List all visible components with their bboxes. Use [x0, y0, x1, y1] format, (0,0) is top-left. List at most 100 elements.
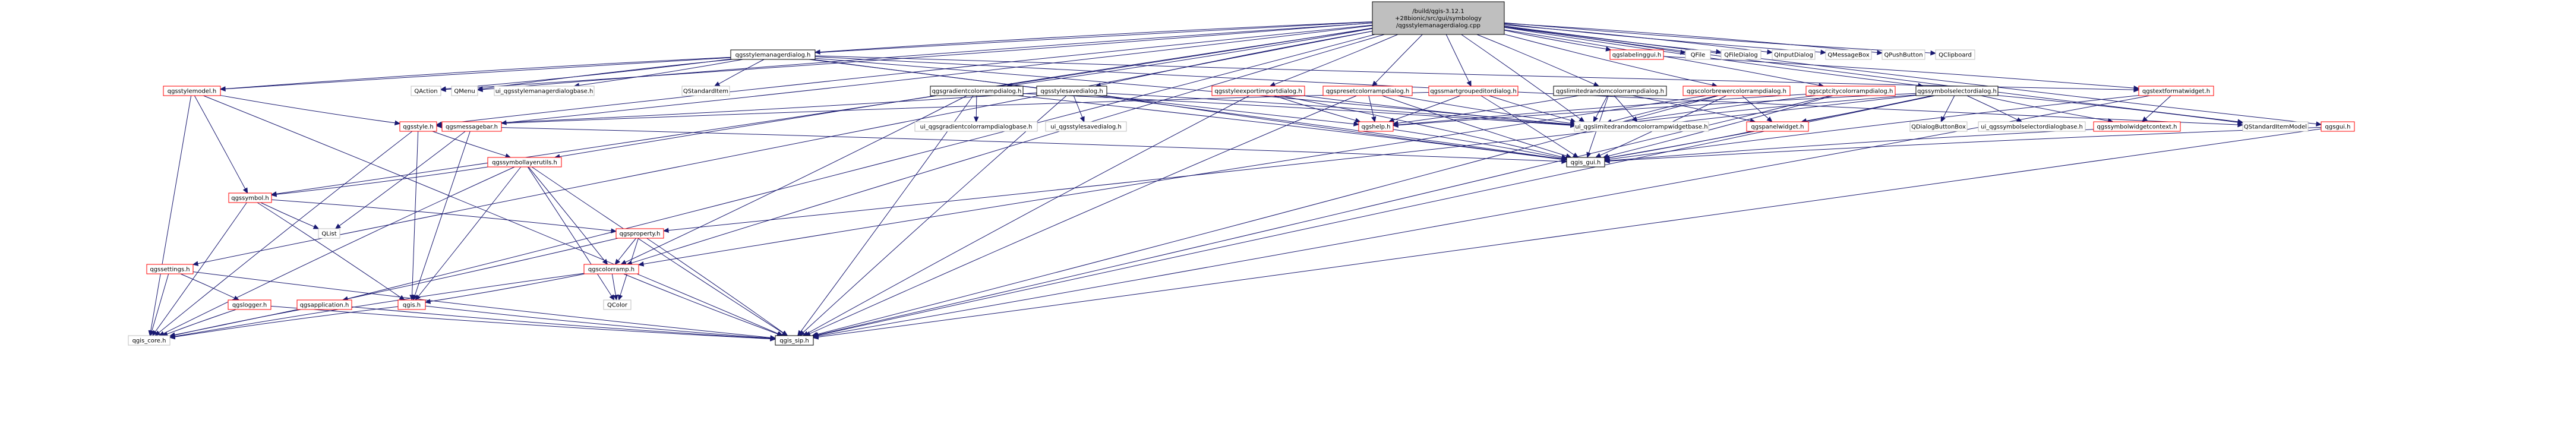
node-qgsstyle-h[interactable]: qgsstyle.h — [399, 121, 437, 132]
node-qgsgui-h[interactable]: qgsgui.h — [2321, 121, 2355, 132]
node-qgsstylemodel-h[interactable]: qgsstylemodel.h — [163, 86, 221, 96]
include-edge-qgsgui_h-to-qgis_sip_h — [812, 128, 2322, 340]
include-edge-qgssymbolselectordialog_h-to-qgspanelwidget_h — [1801, 95, 1933, 124]
node-qgssettings-h[interactable]: qgssettings.h — [146, 264, 194, 274]
node-qgscptcitycolorrampdialog-h[interactable]: qgscptcitycolorrampdialog.h — [1805, 86, 1896, 96]
node-qgis-h[interactable]: qgis.h — [397, 299, 426, 310]
node-box — [1566, 157, 1605, 168]
node-label: qgsgradientcolorrampdialog.h — [932, 89, 1022, 95]
node-qgsproperty-h[interactable]: qgsproperty.h — [615, 228, 664, 239]
node-qgssmartgroupeditordialog-h[interactable]: qgssmartgroupeditordialog.h — [1428, 86, 1519, 96]
node-qgssymbol-h[interactable]: qgssymbol.h — [228, 192, 272, 203]
node-label: QDialogButtonBox — [1911, 124, 1966, 131]
node-qgspanelwidget-h[interactable]: qgspanelwidget.h — [1746, 121, 1809, 132]
include-edge-qgssymbolselectordialog_h-to-QStandardItemModel — [1997, 95, 2244, 125]
node-QPushButton: QPushButton — [1882, 49, 1925, 60]
include-edge-qgssymbol_h-to-QList — [260, 202, 320, 229]
node-qgis-sip-h[interactable]: qgis_sip.h — [775, 335, 814, 346]
include-edge-qgsstylemanagerdialog_h-to-QStandardItemModel — [815, 56, 2244, 128]
node-QList: QList — [318, 228, 340, 239]
node-box — [583, 264, 639, 274]
node-qgshelp-h[interactable]: qgshelp.h — [1358, 121, 1394, 132]
include-edge-qgssymbollayerutils_h-to-qgscolorramp_h — [528, 166, 608, 265]
include-edge-qgssettings_h-to-qgis_core_h — [149, 273, 169, 337]
node-label: qgstextformatwidget.h — [2142, 89, 2210, 95]
node-label: qgssettings.h — [150, 267, 190, 273]
node-label: qgsmessagebar.h — [446, 124, 498, 131]
node-qgssymbolselectordialog-h[interactable]: qgssymbolselectordialog.h — [1915, 86, 1999, 96]
node-QFileDialog: QFileDialog — [1721, 49, 1761, 60]
node-label: qgshelp.h — [1361, 124, 1390, 131]
node-ui-qgsstylesavedialog-h: ui_qgsstylesavedialog.h — [1045, 121, 1127, 132]
node-box — [1045, 121, 1127, 132]
node-box — [397, 299, 426, 310]
node-qgslabelinggui-h[interactable]: qgslabelinggui.h — [1609, 49, 1664, 60]
node-box — [411, 86, 441, 96]
node-qgssymbollayerutils-h[interactable]: qgssymbollayerutils.h — [487, 157, 562, 168]
include-edge-qgis_h-to-qgis_core_h — [169, 306, 399, 340]
node-box — [1935, 49, 1975, 60]
include-edge-qgsstylemanagerdialog_h-to-QMenu — [476, 59, 733, 91]
node-qgscolorbrewercolorrampdialog-h[interactable]: qgscolorbrewercolorrampdialog.h — [1682, 86, 1791, 96]
node-qgsstyleexportimportdialog-h[interactable]: qgsstyleexportimportdialog.h — [1211, 86, 1305, 96]
node-box — [2138, 86, 2214, 96]
node-qgscolorramp-h[interactable]: qgscolorramp.h — [583, 264, 639, 274]
node-box — [775, 335, 814, 346]
node-box — [1772, 49, 1816, 60]
node-ui-qgslimitedrandomcolorrampwidgetbase-h: ui_qgslimitedrandomcolorrampwidgetbase.h — [1574, 121, 1709, 132]
node-qgspresetcolorrampdialog-h[interactable]: qgspresetcolorrampdialog.h — [1322, 86, 1413, 96]
node-box — [930, 86, 1024, 96]
node-layer: /build/qgis-3.12.1+28bionic/src/gui/symb… — [128, 1, 2355, 346]
include-edge-qgsstyle_h-to-qgssymbollayerutils_h — [432, 131, 512, 159]
node-qgsmessagebar-h[interactable]: qgsmessagebar.h — [441, 121, 502, 132]
node-box — [1915, 86, 1999, 96]
node-label: qgis_sip.h — [779, 338, 809, 345]
node-QMessageBox: QMessageBox — [1825, 49, 1872, 60]
include-edge-qgssettings_h-to-qgslogger_h — [180, 273, 240, 301]
node-box — [2093, 121, 2181, 132]
include-edge-qgssymbollayerutils_h-to-QColor — [527, 166, 615, 301]
include-edge-qgscolorramp_h-to-QColor — [611, 273, 618, 301]
node-qgssymbolwidgetcontext-h[interactable]: qgssymbolwidgetcontext.h — [2093, 121, 2181, 132]
node-qgstextformatwidget-h[interactable]: qgstextformatwidget.h — [2138, 86, 2214, 96]
node-qgslogger-h[interactable]: qgslogger.h — [228, 299, 272, 310]
node-box — [399, 121, 437, 132]
node-box — [914, 121, 1038, 132]
node-box — [1909, 121, 1968, 132]
node-box — [318, 228, 340, 239]
include-edge-qgsstylemodel_h-to-qgis_core_h — [148, 95, 192, 337]
node-box — [451, 86, 478, 96]
node-qgsapplication-h[interactable]: qgsapplication.h — [296, 299, 352, 310]
include-edge-qgsstyleexportimportdialog_h-to-qgshelp_h — [1274, 95, 1361, 123]
node-label: qgsstylesavedialog.h — [1040, 89, 1103, 95]
node-box — [494, 86, 595, 96]
node-label: qgslabelinggui.h — [1612, 52, 1662, 59]
node-box — [1805, 86, 1896, 96]
node-label: QFile — [1691, 52, 1706, 59]
include-edge-qgssymbol_h-to-qgis_h — [257, 202, 405, 301]
node-box — [296, 299, 352, 310]
include-edge-root-to-QMessageBox — [1504, 23, 1827, 55]
node-box — [1553, 86, 1667, 96]
node-box — [1372, 1, 1505, 35]
include-edge-qgsstylemodel_h-to-qgis_sip_h — [203, 95, 784, 336]
include-edge-root-to-qgsstyleexportimportdialog_h — [1269, 34, 1399, 87]
node-root[interactable]: /build/qgis-3.12.1+28bionic/src/gui/symb… — [1372, 1, 1505, 35]
node-label: qgssmartgroupeditordialog.h — [1430, 89, 1516, 95]
node-label: qgscptcitycolorrampdialog.h — [1808, 89, 1893, 95]
include-edge-qgssymbolselectordialog_h-to-QDialogButtonBox — [1940, 95, 1955, 123]
include-edge-qgsstylesavedialog_h-to-ui_qgsstylesavedialog_h — [1073, 95, 1085, 123]
node-box — [146, 264, 194, 274]
node-qgis-gui-h[interactable]: qgis_gui.h — [1566, 157, 1605, 168]
node-box — [1882, 49, 1925, 60]
node-qgslimitedrandomcolorrampdialog-h[interactable]: qgslimitedrandomcolorrampdialog.h — [1553, 86, 1667, 96]
include-edge-qgscptcitycolorrampdialog_h-to-qgis_sip_h — [812, 95, 1831, 337]
node-label: qgscolorramp.h — [588, 267, 634, 273]
node-box — [228, 299, 272, 310]
node-qgsstylesavedialog-h[interactable]: qgsstylesavedialog.h — [1036, 86, 1107, 96]
node-box — [1609, 49, 1664, 60]
node-qgsgradientcolorrampdialog-h[interactable]: qgsgradientcolorrampdialog.h — [930, 86, 1024, 96]
node-qgsstylemanagerdialog-h[interactable]: qgsstylemanagerdialog.h — [730, 49, 816, 60]
include-edge-qgssmartgroupeditordialog_h-to-qgshelp_h — [1388, 95, 1461, 123]
